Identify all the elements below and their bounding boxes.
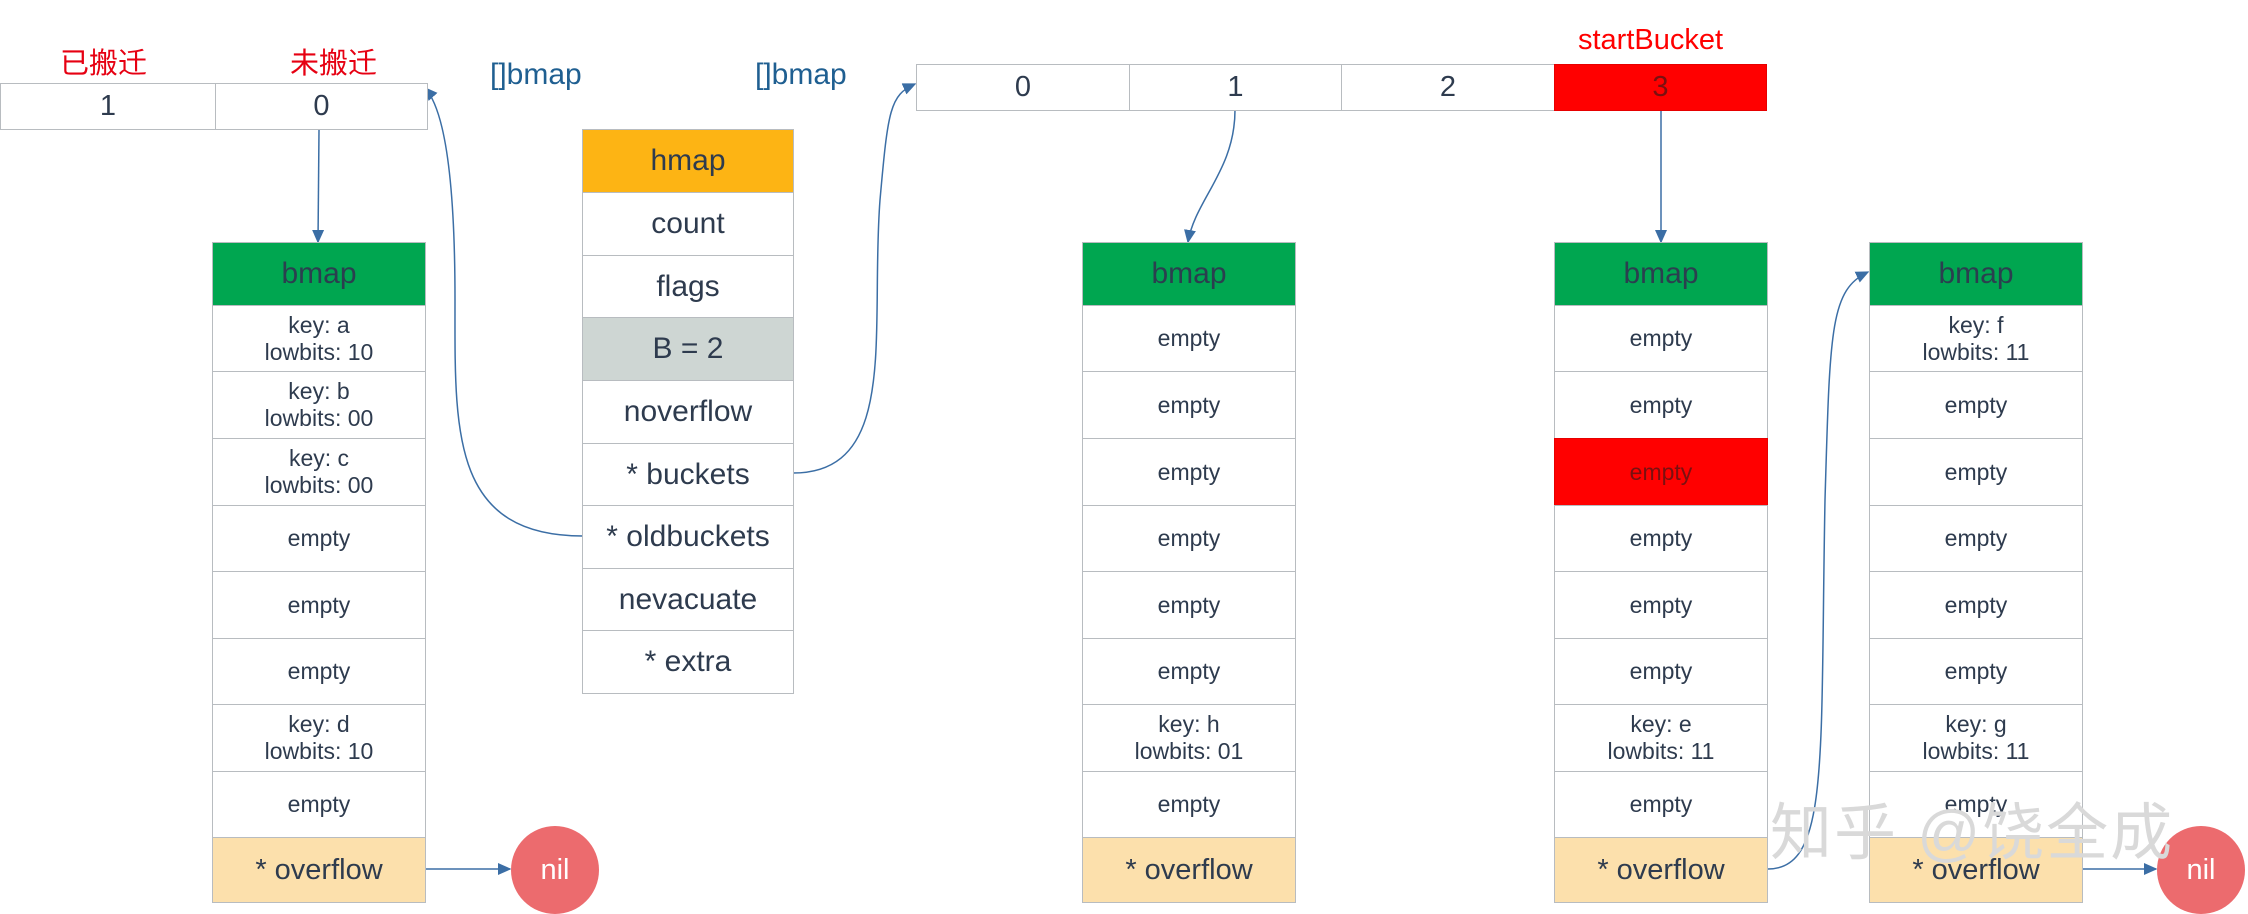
arrow-buckets-pointer [792,83,917,474]
overflow-pointer: * overflow [1869,837,2083,903]
bucket-slot: key: a lowbits: 10 [212,305,426,372]
bucket-slot: empty [1082,438,1296,506]
new-array-cell-1: 1 [1129,64,1342,111]
bucket-slot: empty [212,505,426,572]
migrated-label: 已搬迁 [60,48,148,80]
hmap-header: hmap [582,129,794,193]
overflow-pointer: * overflow [212,837,426,903]
not-migrated-label: 未搬迁 [290,48,378,80]
bucket-slot: empty [1554,571,1768,639]
bmap-header: bmap [212,242,426,306]
old-array-cell-1: 1 [0,83,216,130]
bucket-slot: empty [1082,571,1296,639]
bucket-slot: empty [212,771,426,838]
bucket-slot: empty [1869,505,2083,572]
bucket-slot: empty [1869,438,2083,506]
bucket-slot: key: h lowbits: 01 [1082,704,1296,772]
bucket-slot: key: e lowbits: 11 [1554,704,1768,772]
bucket-slot: key: c lowbits: 00 [212,438,426,506]
bucket-slot: empty [1554,438,1768,506]
bucket-slot: empty [212,638,426,705]
bucket-slot: key: g lowbits: 11 [1869,704,2083,772]
start-bucket-label: startBucket [1578,24,1724,56]
hmap-field-flags: flags [582,255,794,318]
bucket-slot: empty [1554,305,1768,372]
new-array-cell-3: 3 [1554,64,1767,111]
bucket-slot: key: f lowbits: 11 [1869,305,2083,372]
overflow-pointer: * overflow [1554,837,1768,903]
hmap-field-b: B = 2 [582,317,794,381]
hmap-field-count: count [582,192,794,256]
nil-node: nil [2157,826,2245,914]
bucket-slot: empty [1554,371,1768,439]
overflow-pointer: * overflow [1082,837,1296,903]
bucket-slot: empty [1082,638,1296,705]
arrow-overflow-chain [1767,271,1870,870]
bucket-slot: empty [1869,638,2083,705]
bucket-slot: empty [1082,505,1296,572]
old-array-cell-0: 0 [215,83,428,130]
new-array-cell-0: 0 [916,64,1130,111]
bucket-slot: empty [1554,638,1768,705]
bucket-slot: empty [1869,371,2083,439]
new-array-cell-2: 2 [1341,64,1555,111]
arrow-oldbuckets-pointer [423,86,584,537]
bucket-slot: empty [1082,371,1296,439]
new-array-type-label: []bmap [755,58,847,91]
arrow-old-bucket-0 [312,129,325,244]
bmap-header: bmap [1082,242,1296,306]
old-array-type-label: []bmap [490,58,582,91]
bucket-slot: empty [1082,771,1296,838]
hmap-field-oldbuckets: * oldbuckets [582,505,794,569]
hmap-field-nevacuate: nevacuate [582,568,794,631]
bucket-slot: empty [1554,505,1768,572]
hmap-field-extra: * extra [582,630,794,694]
bmap-header: bmap [1869,242,2083,306]
bucket-slot: empty [1869,771,2083,838]
bucket-slot: empty [1869,571,2083,639]
bmap-header: bmap [1554,242,1768,306]
nil-node: nil [511,826,599,914]
hmap-field-buckets: * buckets [582,443,794,506]
bucket-slot: key: b lowbits: 00 [212,371,426,439]
bucket-slot: empty [212,571,426,639]
hmap-field-noverflow: noverflow [582,380,794,444]
bucket-slot: key: d lowbits: 10 [212,704,426,772]
watermark: 知乎 @饶全成 [1770,799,2175,868]
bucket-slot: empty [1082,305,1296,372]
bucket-slot: empty [1554,771,1768,838]
arrow-new-bucket-1 [1184,109,1236,244]
